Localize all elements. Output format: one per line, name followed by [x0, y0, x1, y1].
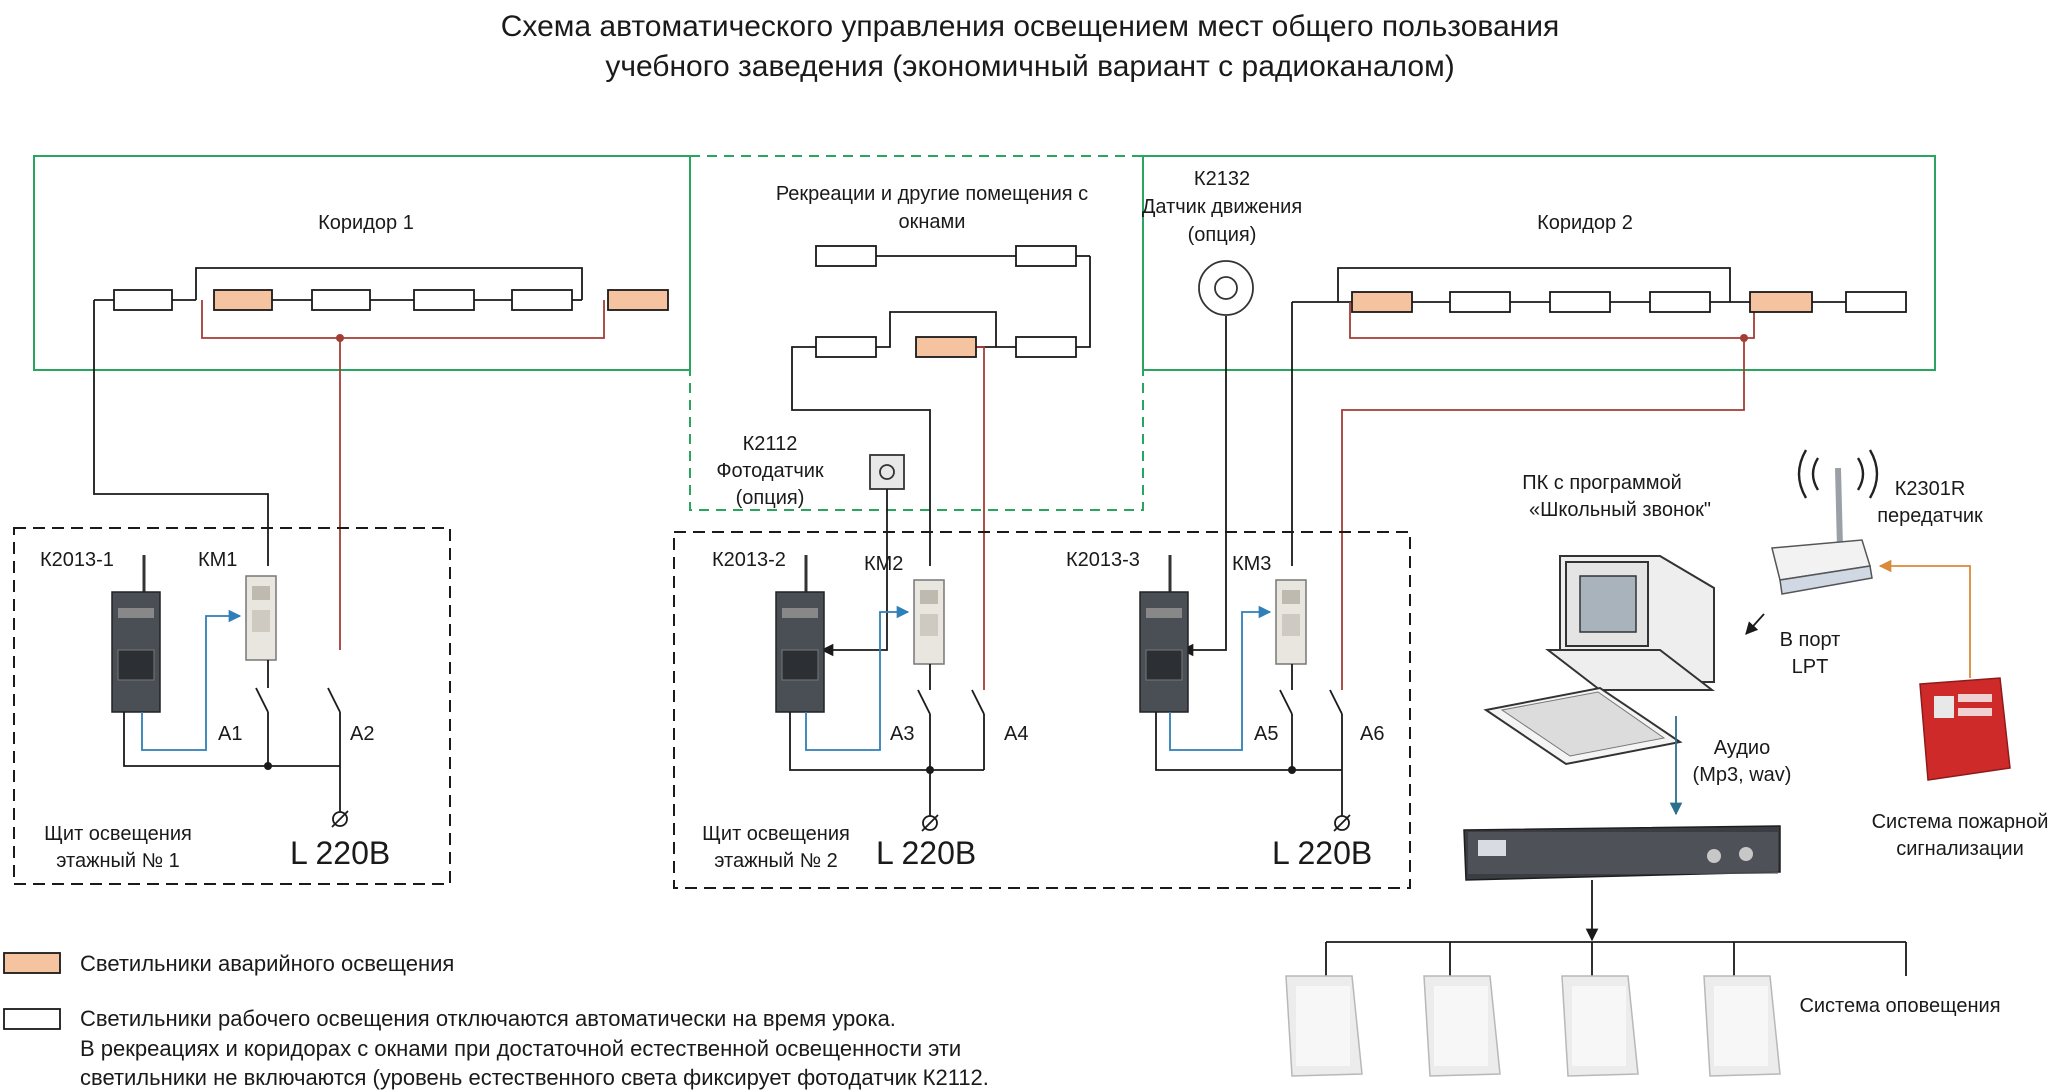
panel-2-breaker-b: А4	[1004, 723, 1028, 745]
legend-emergency-text: Светильники аварийного освещения	[80, 951, 454, 976]
photo-sensor-model: К2112	[743, 433, 798, 455]
panel-3-supply: L 220В	[1272, 835, 1372, 871]
corridor-2-label: Коридор 2	[1537, 212, 1633, 234]
transmitter-icon	[1771, 449, 1879, 595]
pc-icon	[1483, 555, 1715, 766]
transmitter-name: передатчик	[1877, 505, 1983, 527]
panel-1-box	[13, 527, 451, 885]
legend-normal-text-line-1: Светильники рабочего освещения отключают…	[80, 1006, 896, 1031]
corridor-2-emergency-lamp	[1749, 291, 1813, 313]
panel-1-breaker-a: А1	[218, 723, 242, 745]
audio-label-line-2: (Mp3, wav)	[1693, 764, 1792, 786]
panel-3-breaker-a: А5	[1254, 723, 1278, 745]
corridor-1-label: Коридор 1	[318, 212, 414, 234]
audio-label-line-1: Аудио	[1714, 737, 1770, 759]
corridor-2-lamp	[1549, 291, 1611, 313]
speaker-icon	[1285, 975, 1363, 1077]
panel-1-contactor-label: КМ1	[198, 549, 237, 571]
panel-2: К2013-2 КМ2 А3 А4 Щит освещения этажный …	[702, 549, 1028, 872]
photo-sensor-icon	[869, 454, 905, 490]
speaker-icon	[1703, 975, 1781, 1077]
corridor-1-lamp	[113, 289, 173, 311]
recreation-lamp	[815, 336, 877, 358]
panel-3: К2013-3 КМ3 А5 А6 L 220В	[1066, 549, 1384, 871]
speaker-icon	[1423, 975, 1501, 1077]
panel-2-contactor-label: КМ2	[864, 553, 903, 575]
transmitter-port-line-1: В порт	[1780, 629, 1841, 651]
amplifier-icon	[1463, 825, 1781, 881]
legend-emergency-swatch	[3, 952, 61, 974]
panel-2-name-line-1: Щит освещения	[702, 823, 850, 845]
motion-sensor-wire	[1180, 316, 1227, 657]
title-line-1: Схема автоматического управления освещен…	[501, 10, 1560, 43]
recreation-label-line-1: Рекреации и другие помещения с	[776, 183, 1088, 205]
motion-sensor-icon	[1198, 260, 1254, 316]
panel-1-name-line-1: Щит освещения	[44, 823, 192, 845]
legend-normal-text-line-3: светильники не включаются (уровень естес…	[80, 1065, 989, 1090]
legend-normal-text-line-2: В рекреациях и коридорах с окнами при до…	[80, 1036, 961, 1061]
legend-normal-swatch	[3, 1008, 61, 1030]
corridor-2-emergency-lamp	[1351, 291, 1413, 313]
lpt-arrow	[1745, 613, 1765, 635]
recreation-label-line-2: окнами	[899, 211, 966, 233]
corridor-1-lamp	[511, 289, 573, 311]
panel-1-supply: L 220В	[290, 835, 390, 871]
panel-2-controller-label: К2013-2	[712, 549, 786, 571]
corridor-2-lamp	[1449, 291, 1511, 313]
speaker-wiring	[1325, 880, 1907, 976]
corridor-1-emergency-lamp	[607, 289, 669, 311]
corridor-1-lamp	[311, 289, 371, 311]
photo-sensor-wire	[820, 489, 888, 657]
pa-system-label: Система оповещения	[1799, 995, 2000, 1017]
photo-sensor-option: (опция)	[736, 487, 805, 509]
panel-1-breaker-b: А2	[350, 723, 374, 745]
panel-2-supply: L 220В	[876, 835, 976, 871]
recreation-zone	[689, 155, 1144, 511]
corridor-1-zone	[33, 155, 691, 371]
pc-label-line-1: ПК с программой	[1522, 472, 1682, 494]
pc-label-line-2: «Школьный звонок"	[1529, 499, 1711, 521]
panel-2-name-line-2: этажный № 2	[714, 850, 838, 872]
motion-sensor-model: К2132	[1194, 168, 1250, 190]
photo-sensor-name: Фотодатчик	[716, 460, 824, 482]
panel-3-breaker-b: А6	[1360, 723, 1384, 745]
recreation-lamp	[1015, 245, 1077, 267]
recreation-emergency-lamp	[915, 336, 977, 358]
panel-3-contactor-label: КМ3	[1232, 553, 1271, 575]
recreation-wiring	[791, 255, 1091, 690]
transmitter-model: К2301R	[1895, 478, 1966, 500]
motion-sensor-name: Датчик движения	[1142, 196, 1302, 218]
corridor-2-lamp	[1845, 291, 1907, 313]
speaker-icon	[1561, 975, 1639, 1077]
recreation-lamp	[815, 245, 877, 267]
transmitter-port-line-2: LPT	[1792, 656, 1829, 678]
fire-alarm-label-line-2: сигнализации	[1896, 838, 2024, 860]
fire-alarm-label-line-1: Система пожарной	[1872, 811, 2049, 833]
panel-2-breaker-a: А3	[890, 723, 914, 745]
panel-1: К2013-1 КМ1 А1 А2 Щит освещения этажный …	[40, 549, 390, 872]
fire-alarm-wire	[1878, 559, 1971, 678]
panel-1-controller-label: К2013-1	[40, 549, 114, 571]
corridor-2-zone	[1142, 155, 1936, 371]
panel-1-name-line-2: этажный № 1	[56, 850, 180, 872]
panel-2-3-box	[673, 531, 1411, 889]
panel-3-controller-label: К2013-3	[1066, 549, 1140, 571]
corridor-1-lamp	[413, 289, 475, 311]
fire-alarm-panel-icon	[1919, 677, 2011, 781]
corridor-1-wiring	[93, 267, 605, 650]
title-line-2: учебного заведения (экономичный вариант …	[605, 50, 1454, 83]
corridor-2-wiring	[1291, 267, 1846, 690]
corridor-2-lamp	[1649, 291, 1711, 313]
recreation-lamp	[1015, 336, 1077, 358]
corridor-1-emergency-lamp	[213, 289, 273, 311]
motion-sensor-option: (опция)	[1188, 224, 1257, 246]
